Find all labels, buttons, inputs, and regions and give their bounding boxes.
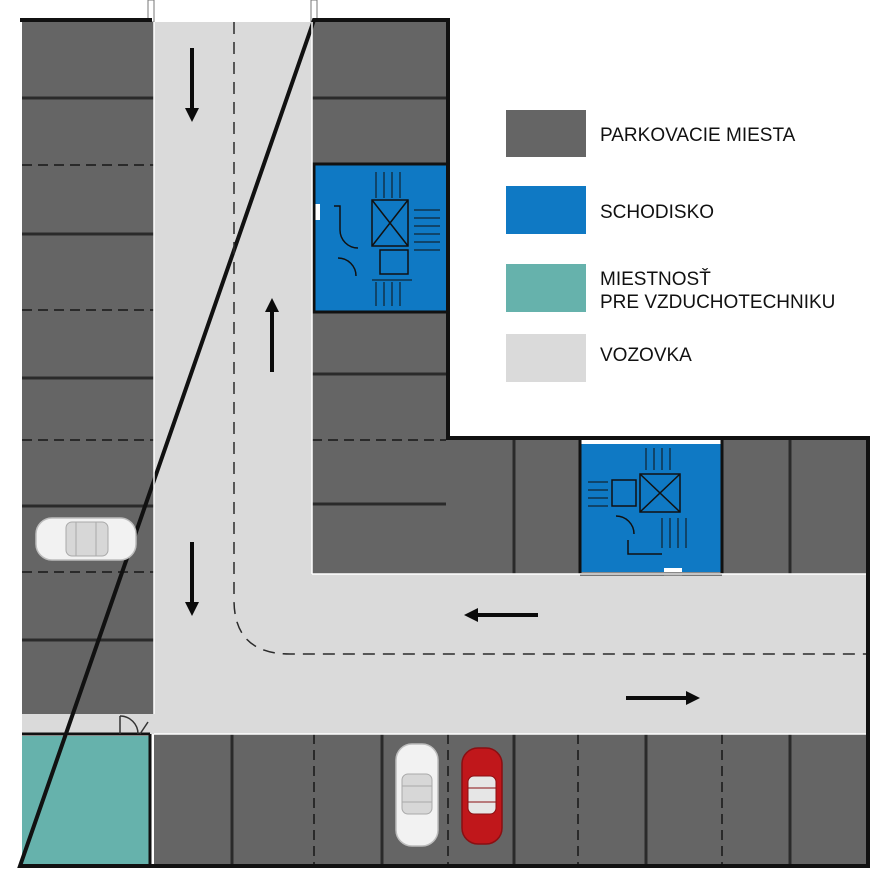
- legend-label-parking: PARKOVACIE MIESTA: [600, 125, 796, 146]
- parking-zone-left: [22, 22, 154, 714]
- car-icon: [35, 517, 137, 561]
- entrance-gate: [147, 0, 318, 23]
- parking-zone-bottom: [154, 734, 866, 864]
- parking-zone-right-upper: [312, 22, 446, 574]
- legend-swatch-road: [506, 334, 586, 382]
- outer-walls: [17, 18, 870, 868]
- stairs-icon: [588, 448, 687, 548]
- lane-centerline: [233, 22, 866, 655]
- legend-swatch-stairs: [506, 186, 586, 234]
- arrow-down-top: [185, 48, 199, 122]
- traffic-arrows: [185, 48, 700, 705]
- arrow-up-middle: [265, 298, 279, 372]
- arrow-left-corridor: [464, 608, 538, 622]
- arrow-right-corridor: [626, 691, 700, 705]
- car-icon: [461, 747, 503, 845]
- legend-label-stairs: SCHODISKO: [600, 202, 715, 223]
- arrow-down-lower: [185, 542, 199, 616]
- staircase-upper: [312, 164, 446, 312]
- stairs-icon: [372, 172, 440, 306]
- legend-swatch-ventilation: [506, 264, 586, 312]
- car-icon: [395, 743, 439, 847]
- door-icon: [119, 715, 149, 735]
- legend-label-ventilation: MIESTNOSŤ PRE VZDUCHOTECHNIKU: [600, 269, 836, 313]
- legend-swatch-parking: [506, 110, 586, 157]
- legend-label-road: VOZOVKA: [600, 345, 692, 366]
- road-area: [22, 22, 866, 734]
- staircase-wing: [580, 444, 722, 576]
- parking-zone-wing-top: [446, 440, 866, 574]
